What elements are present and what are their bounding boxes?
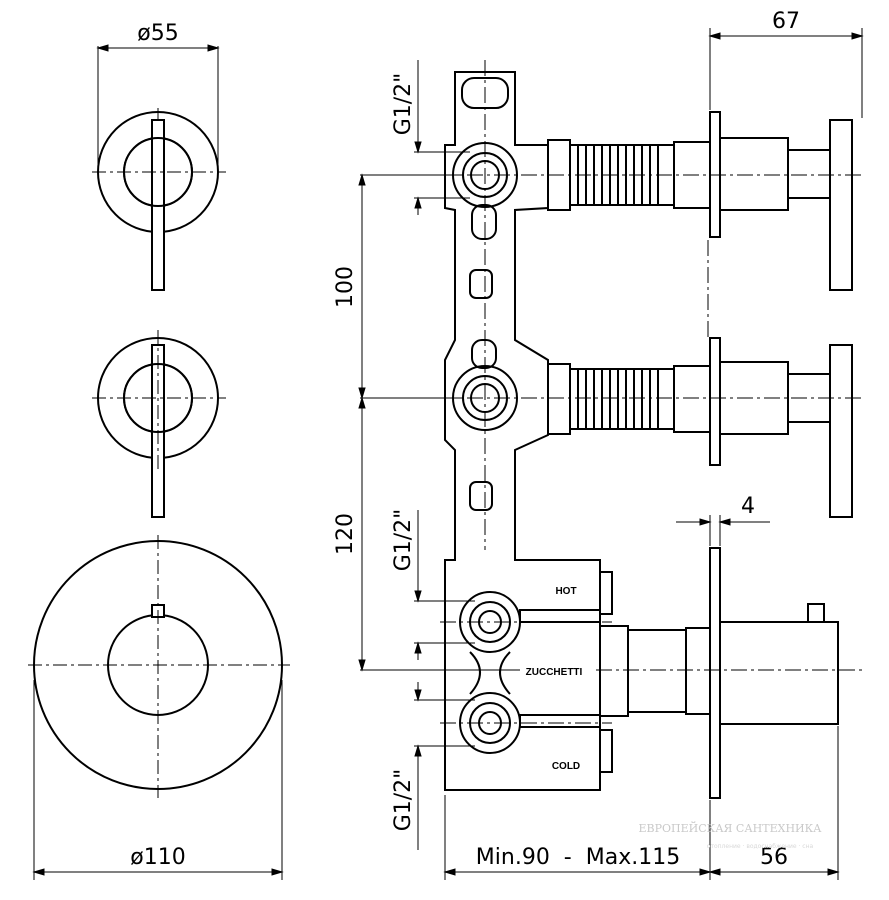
label-thread-bottom: G1/2" [391, 769, 416, 832]
front-view-valve-middle [92, 330, 226, 518]
side-view-thermostat [599, 547, 839, 799]
side-view-centerlines [440, 60, 862, 724]
side-view-handle-middle [547, 337, 853, 518]
watermark-subtext: отопление · водоснабжение · сна [707, 843, 814, 850]
label-width-handle: 67 [772, 9, 800, 34]
watermark-text: ЕВРОПЕЙСКАЯ САНТЕХНИКА [639, 821, 823, 835]
label-depth-front: 56 [760, 845, 788, 870]
label-cold: COLD [552, 761, 580, 772]
side-view-handle-top [547, 111, 853, 291]
label-depth-range: Min.90 - Max.115 [476, 845, 680, 870]
dimension-diameter-large [32, 680, 284, 880]
side-view-dimension-lines [358, 28, 864, 880]
label-hot: HOT [555, 586, 576, 597]
label-diameter-large: ø110 [130, 845, 185, 870]
dimension-diameter-small [96, 44, 220, 175]
label-spacing-upper: 100 [333, 266, 358, 308]
label-thread-top: G1/2" [391, 73, 416, 136]
front-view-thermostat [28, 535, 290, 798]
label-spacing-lower: 120 [333, 513, 358, 555]
label-thread-middle: G1/2" [391, 509, 416, 572]
label-diameter-small: ø55 [137, 21, 178, 46]
label-brand: ZUCCHETTI [526, 667, 583, 678]
front-view-valve-top [92, 108, 226, 291]
label-plate-thickness: 4 [741, 494, 755, 519]
